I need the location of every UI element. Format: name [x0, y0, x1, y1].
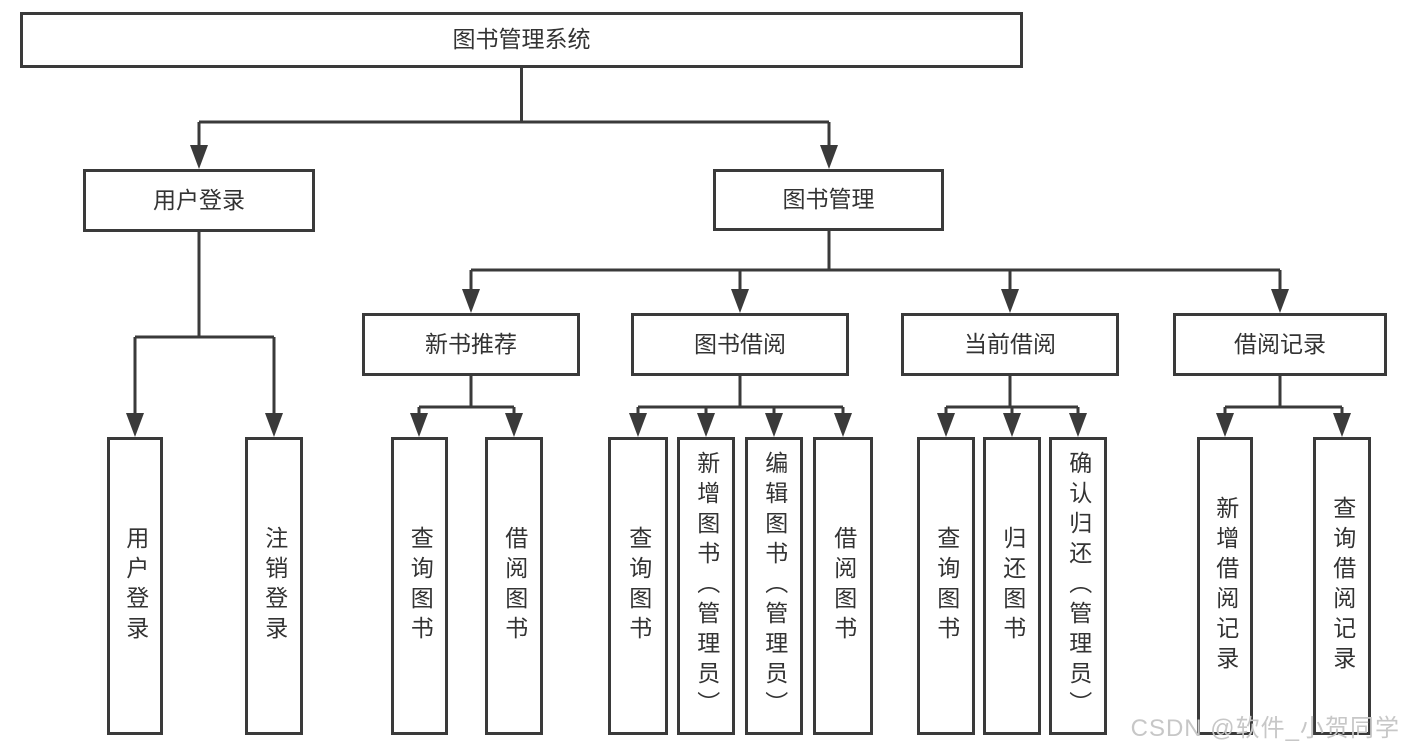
node-label: 借阅记录 — [1234, 330, 1326, 357]
node-label: 图书借阅 — [694, 330, 786, 357]
leaf-newbook-query-books: 查询图书 — [391, 437, 448, 735]
leaf-user-login: 用户登录 — [107, 437, 163, 735]
leaf-current-return-books: 归还图书 — [983, 437, 1041, 735]
leaf-records-add-record: 新增借阅记录 — [1197, 437, 1253, 735]
node-book-management: 图书管理 — [713, 169, 944, 231]
node-label: 注销登录 — [261, 526, 288, 646]
node-current-borrowing: 当前借阅 — [901, 313, 1119, 376]
leaf-borrow-borrow-books: 借阅图书 — [813, 437, 873, 735]
leaf-newbook-borrow-books: 借阅图书 — [485, 437, 543, 735]
leaf-borrow-query-books: 查询图书 — [608, 437, 668, 735]
node-label: 查询图书 — [933, 526, 960, 646]
leaf-logout: 注销登录 — [245, 437, 303, 735]
node-label: 用户登录 — [122, 526, 149, 646]
node-library-management-system: 图书管理系统 — [20, 12, 1023, 68]
node-book-borrowing: 图书借阅 — [631, 313, 849, 376]
node-user-login: 用户登录 — [83, 169, 315, 232]
node-label: 用户登录 — [153, 186, 245, 213]
node-label: 新增借阅记录 — [1212, 496, 1239, 676]
node-label: 归还图书 — [999, 526, 1026, 646]
leaf-borrow-edit-books-admin: 编辑图书（管理员） — [745, 437, 803, 735]
csdn-watermark: CSDN @软件_小贺同学 — [1130, 715, 1400, 742]
node-label: 图书管理系统 — [452, 26, 591, 53]
node-label: 查询图书 — [625, 526, 652, 646]
node-label: 查询借阅记录 — [1329, 496, 1356, 676]
node-label: 当前借阅 — [964, 330, 1056, 357]
leaf-borrow-add-books-admin: 新增图书（管理员） — [677, 437, 735, 735]
node-label: 图书管理 — [782, 186, 875, 213]
node-label: 新书推荐 — [425, 330, 517, 357]
arrowheads — [126, 145, 1351, 437]
node-label: 借阅图书 — [501, 526, 528, 646]
leaf-current-confirm-return-admin: 确认归还（管理员） — [1049, 437, 1107, 735]
node-borrowing-records: 借阅记录 — [1173, 313, 1387, 376]
leaf-records-query-record: 查询借阅记录 — [1313, 437, 1371, 735]
node-new-book-recommend: 新书推荐 — [362, 313, 580, 376]
node-label: 新增图书（管理员） — [693, 451, 720, 721]
node-label: 查询图书 — [407, 526, 434, 646]
node-label: 借阅图书 — [830, 526, 857, 646]
node-label: 编辑图书（管理员） — [761, 451, 788, 721]
leaf-current-query-books: 查询图书 — [917, 437, 975, 735]
node-label: 确认归还（管理员） — [1065, 451, 1092, 721]
